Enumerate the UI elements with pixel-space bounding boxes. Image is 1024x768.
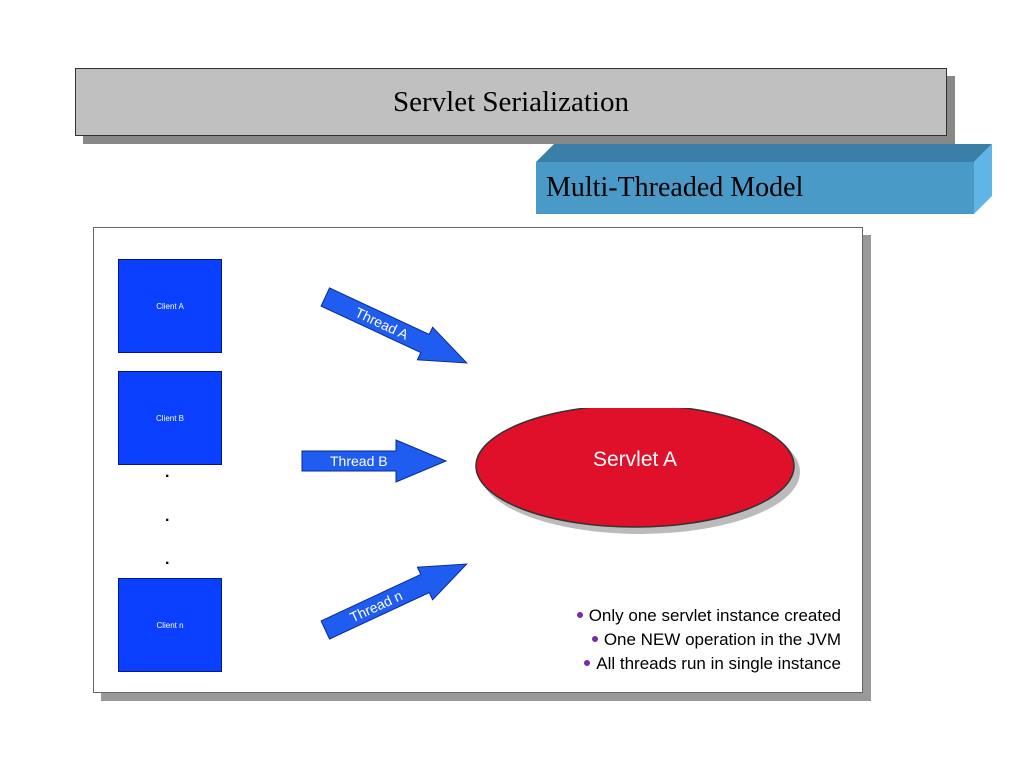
client-b-box: Client B [118,371,222,465]
ellipsis-dot: . [165,464,170,481]
bullet-item: All threads run in single instance [577,652,841,676]
bullet-dot-icon [591,635,598,642]
thread-b-arrow: Thread B [301,439,448,483]
bullet-dot-icon [576,611,583,618]
client-b-label: Client B [155,413,184,423]
slide-subtitle: Multi-Threaded Model [546,172,804,203]
client-n-label: Client n [156,620,184,630]
slide-title-text: Servlet Serialization [393,85,629,118]
servlet-ellipse [475,408,800,534]
bullet-list: Only one servlet instance created One NE… [576,604,841,676]
client-a-box: Client A [118,259,222,353]
ellipsis-dot: . [165,551,170,568]
client-a-label: Client A [156,301,184,311]
bullet-item: One NEW operation in the JVM [577,628,841,652]
bullet-dot-icon [584,659,591,666]
thread-b-label: Thread B [330,453,388,469]
bullet-item: Only one servlet instance created [576,604,841,628]
client-n-box: Client n [118,578,222,672]
ellipsis-dot: . [165,508,170,525]
subtitle-bar [536,144,992,214]
slide-title: Servlet Serialization [75,68,947,136]
servlet-label: Servlet A [592,448,678,471]
thread-a-arrow: Thread A [320,287,468,364]
thread-n-arrow: Thread n [320,563,468,640]
